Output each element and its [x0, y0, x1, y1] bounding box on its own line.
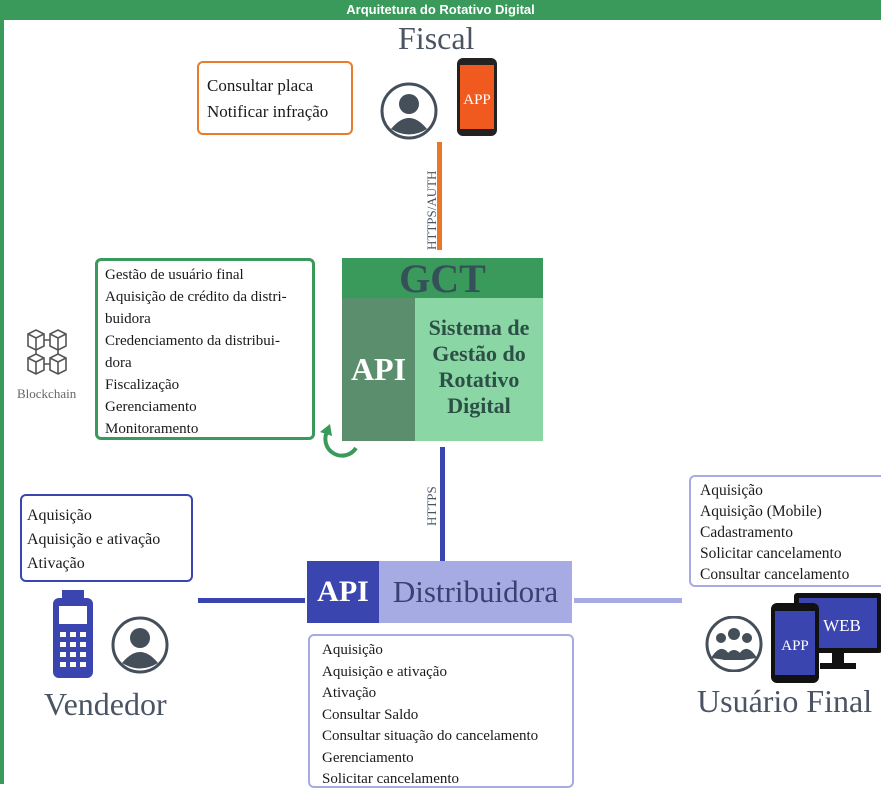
fiscal-title: Fiscal	[398, 20, 475, 56]
vendedor-function: Aquisição	[27, 507, 92, 524]
distribuidora-function: Aquisição e ativação	[322, 663, 447, 680]
header-title: Arquitetura do Rotativo Digital	[0, 0, 881, 20]
pos-terminal-icon	[53, 590, 93, 678]
distribuidora-functions-box: Aquisição Aquisição e ativação Ativação …	[308, 634, 574, 788]
usuario-final-function: Aquisição (Mobile)	[700, 503, 822, 520]
vendedor-user-icon	[111, 616, 169, 674]
gct-distribuidora-link-label: HTTPS	[424, 486, 439, 526]
blockchain-icon	[27, 329, 67, 375]
vendedor-function: Aquisição e ativação	[27, 531, 161, 548]
gct-name-line: Gestão do	[432, 341, 526, 366]
gct-function: Monitoramento	[105, 421, 199, 437]
distribuidora-function: Ativação	[322, 685, 377, 701]
gct-title: GCT	[342, 258, 543, 300]
gct-name-line: Rotativo	[438, 367, 520, 392]
distribuidora-function: Gerenciamento	[322, 749, 414, 766]
usuario-final-app-label: APP	[781, 638, 809, 654]
blockchain-label: Blockchain	[17, 386, 77, 401]
gct-name-line: Digital	[447, 393, 511, 418]
gct-function: Aquisição de crédito da distri-	[105, 289, 287, 305]
gct-function: buidora	[105, 311, 151, 327]
vendedor-link-line	[198, 598, 305, 603]
fiscal-link-label: HTTPS/AUTH	[424, 170, 439, 250]
fiscal-action: Notificar infração	[207, 102, 329, 121]
gct-function: Credenciamento da distribui-	[105, 333, 280, 349]
gct-function: Fiscalização	[105, 377, 180, 393]
distribuidora-function: Consultar situação do cancelamento	[322, 728, 539, 744]
usuario-final-function: Cadastramento	[700, 524, 793, 541]
vendedor-function: Ativação	[27, 555, 85, 572]
cycle-arrow-icon	[320, 424, 358, 458]
usuario-final-function: Aquisição	[700, 482, 763, 499]
vendedor-functions-box: Aquisição Aquisição e ativação Ativação	[20, 494, 193, 582]
usuario-final-title: Usuário Final	[697, 683, 873, 719]
usuario-final-function: Solicitar cancelamento	[700, 545, 842, 562]
usuario-final-link-line	[574, 598, 682, 603]
usuario-final-functions-box: Aquisição Aquisição (Mobile) Cadastramen…	[689, 475, 881, 587]
distribuidora-title: Distribuidora	[379, 561, 572, 623]
vendedor-title: Vendedor	[44, 686, 167, 722]
gct-api-block: API	[342, 298, 415, 441]
fiscal-link-line	[437, 142, 442, 250]
gct-distribuidora-link-line	[440, 447, 445, 561]
gct-function: Gerenciamento	[105, 399, 197, 415]
distribuidora-api-block: API	[307, 561, 379, 623]
distribuidora-function: Solicitar cancelamento	[322, 771, 460, 787]
distribuidora-function: Consultar Saldo	[322, 706, 419, 723]
fiscal-actions-box: Consultar placa Notificar infração	[197, 61, 353, 135]
distribuidora-function: Aquisição	[322, 642, 383, 658]
gct-function: Gestão de usuário final	[105, 267, 244, 283]
fiscal-user-icon	[380, 82, 438, 140]
gct-name-line: Sistema de	[428, 315, 530, 340]
fiscal-app-phone-icon: APP	[457, 58, 497, 136]
fiscal-app-label: APP	[463, 92, 491, 108]
usuario-final-app-phone-icon: APP	[771, 603, 819, 683]
usuario-final-web-label: WEB	[823, 616, 861, 635]
usuario-final-function: Consultar cancelamento	[700, 566, 850, 583]
user-group-icon	[705, 616, 763, 672]
gct-system-name: Sistema de Gestão do Rotativo Digital	[415, 298, 543, 441]
gct-functions-box: Gestão de usuário final Aquisição de cré…	[95, 258, 315, 440]
gct-function: dora	[105, 355, 132, 371]
fiscal-action: Consultar placa	[207, 76, 314, 95]
